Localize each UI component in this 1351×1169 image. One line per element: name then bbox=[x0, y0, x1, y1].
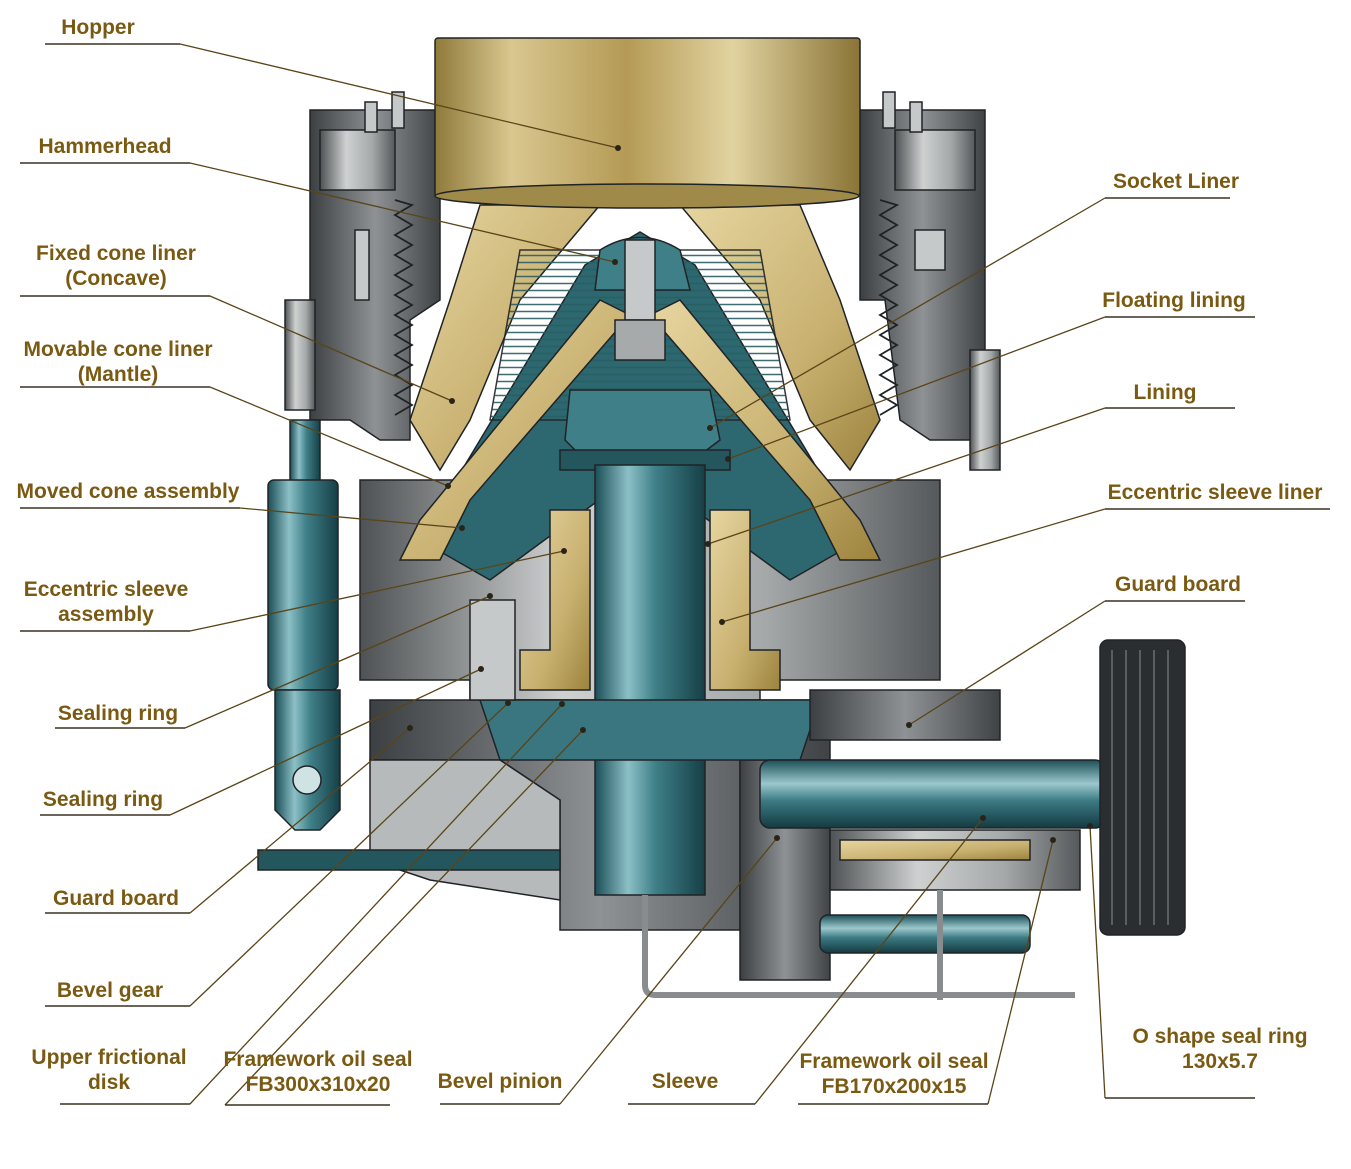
label-eccentric-sleeve-liner: Eccentric sleeve liner bbox=[1105, 481, 1330, 510]
pointer-dot-hopper bbox=[615, 145, 621, 151]
label-text-sealing-ring-1-line-1: Sealing ring bbox=[58, 702, 178, 725]
pointer-dot-eccentric-sleeve-liner bbox=[719, 619, 725, 625]
label-sealing-ring-1: Sealing ring bbox=[55, 702, 185, 729]
label-text-movable-cone-liner-line-1: Movable cone liner bbox=[23, 338, 212, 361]
pointer-dot-floating-lining bbox=[725, 456, 731, 462]
label-text-hopper-line-1: Hopper bbox=[61, 16, 135, 39]
label-sleeve: Sleeve bbox=[628, 1070, 755, 1105]
label-lining: Lining bbox=[1105, 381, 1235, 409]
pointer-dots bbox=[407, 145, 1093, 843]
label-text-movable-cone-liner-line-2: (Mantle) bbox=[78, 363, 159, 386]
pointer-dot-sleeve bbox=[980, 815, 986, 821]
label-sealing-ring-2: Sealing ring bbox=[40, 788, 170, 816]
label-text-framework-oil-seal-left-line-1: Framework oil seal bbox=[223, 1048, 412, 1071]
pointer-dot-fixed-cone-liner bbox=[449, 398, 455, 404]
label-moved-cone-assembly: Moved cone assembly bbox=[17, 480, 240, 509]
label-bevel-pinion: Bevel pinion bbox=[438, 1070, 563, 1105]
leader-line-sealing-ring-1 bbox=[184, 595, 491, 729]
label-text-moved-cone-assembly-line-1: Moved cone assembly bbox=[17, 480, 240, 503]
label-floating-lining: Floating lining bbox=[1102, 289, 1255, 318]
pointer-dot-bevel-pinion bbox=[774, 835, 780, 841]
label-text-framework-oil-seal-right-line-2: FB170x200x15 bbox=[822, 1075, 967, 1098]
leader-lines bbox=[169, 43, 1106, 1106]
label-text-o-shape-seal-ring-line-2: 130x5.7 bbox=[1182, 1050, 1258, 1073]
label-text-bevel-gear-line-1: Bevel gear bbox=[57, 979, 163, 1002]
label-guard-board-left: Guard board bbox=[45, 887, 190, 914]
leader-line-eccentric-sleeve-liner bbox=[721, 508, 1106, 623]
pointer-dot-upper-frictional-disk bbox=[559, 701, 565, 707]
label-text-floating-lining-line-1: Floating lining bbox=[1102, 289, 1245, 312]
leader-line-fixed-cone-liner bbox=[209, 295, 453, 402]
leader-line-upper-frictional-disk bbox=[189, 703, 563, 1105]
label-fixed-cone-liner: Fixed cone liner(Concave) bbox=[20, 242, 210, 297]
pointer-dot-guard-board-right bbox=[906, 722, 912, 728]
leader-line-socket-liner bbox=[709, 197, 1106, 429]
label-text-eccentric-sleeve-liner-line-1: Eccentric sleeve liner bbox=[1108, 481, 1323, 504]
label-text-eccentric-sleeve-assembly-line-2: assembly bbox=[58, 603, 154, 626]
pointer-dot-guard-board-left bbox=[407, 725, 413, 731]
crusher-illustration bbox=[257, 37, 1186, 1000]
pointer-dot-bevel-gear bbox=[505, 700, 511, 706]
label-socket-liner: Socket Liner bbox=[1105, 170, 1239, 199]
label-text-framework-oil-seal-right-line-1: Framework oil seal bbox=[799, 1050, 988, 1073]
leader-line-o-shape-seal-ring bbox=[1089, 825, 1106, 1099]
pointer-dot-o-shape-seal-ring bbox=[1087, 823, 1093, 829]
leader-line-hopper bbox=[179, 43, 619, 149]
pointer-dot-hammerhead bbox=[612, 259, 618, 265]
pointer-dot-eccentric-sleeve-assembly bbox=[561, 548, 567, 554]
label-hammerhead: Hammerhead bbox=[20, 135, 190, 164]
label-bevel-gear: Bevel gear bbox=[45, 979, 190, 1007]
pointer-dot-sealing-ring-1 bbox=[487, 593, 493, 599]
label-text-guard-board-right-line-1: Guard board bbox=[1115, 573, 1241, 596]
label-guard-board-right: Guard board bbox=[1105, 573, 1245, 602]
pointer-dot-socket-liner bbox=[707, 425, 713, 431]
label-text-hammerhead-line-1: Hammerhead bbox=[38, 135, 171, 158]
leader-line-guard-board-right bbox=[908, 600, 1106, 726]
label-text-upper-frictional-disk-line-2: disk bbox=[88, 1071, 130, 1094]
pointer-dot-moved-cone-assembly bbox=[459, 525, 465, 531]
label-text-fixed-cone-liner-line-1: Fixed cone liner bbox=[36, 242, 196, 265]
label-text-eccentric-sleeve-assembly-line-1: Eccentric sleeve bbox=[24, 578, 189, 601]
leader-line-bevel-gear bbox=[189, 702, 509, 1007]
label-text-fixed-cone-liner-line-2: (Concave) bbox=[65, 267, 167, 290]
leader-line-movable-cone-liner bbox=[209, 386, 449, 487]
label-text-sleeve-line-1: Sleeve bbox=[652, 1070, 719, 1093]
leader-line-floating-lining bbox=[727, 316, 1106, 460]
label-text-sealing-ring-2-line-1: Sealing ring bbox=[43, 788, 163, 811]
label-text-guard-board-left-line-1: Guard board bbox=[53, 887, 179, 910]
label-text-lining-line-1: Lining bbox=[1134, 381, 1197, 404]
pointer-dot-movable-cone-liner bbox=[445, 483, 451, 489]
leader-line-eccentric-sleeve-assembly bbox=[189, 550, 565, 632]
label-text-socket-liner-line-1: Socket Liner bbox=[1113, 170, 1239, 193]
leader-line-sleeve bbox=[754, 817, 984, 1105]
pointer-dot-framework-oil-seal-left bbox=[580, 727, 586, 733]
leader-line-framework-oil-seal-right bbox=[987, 839, 1054, 1105]
pointer-dot-lining bbox=[705, 541, 711, 547]
label-text-bevel-pinion-line-1: Bevel pinion bbox=[438, 1070, 563, 1093]
label-text-framework-oil-seal-left-line-2: FB300x310x20 bbox=[246, 1073, 391, 1096]
leader-line-hammerhead bbox=[189, 162, 616, 263]
label-text-upper-frictional-disk-line-1: Upper frictional bbox=[31, 1046, 186, 1069]
leader-line-bevel-pinion bbox=[559, 837, 778, 1105]
leader-line-sealing-ring-2 bbox=[169, 668, 482, 816]
leader-line-lining bbox=[707, 407, 1106, 545]
label-hopper: Hopper bbox=[45, 16, 180, 45]
leader-line-moved-cone-assembly bbox=[239, 507, 463, 529]
leader-line-guard-board-left bbox=[189, 727, 411, 914]
leader-line-framework-oil-seal-left bbox=[224, 729, 584, 1106]
label-movable-cone-liner: Movable cone liner(Mantle) bbox=[20, 338, 213, 388]
pointer-dot-sealing-ring-2 bbox=[478, 666, 484, 672]
pointer-dot-framework-oil-seal-right bbox=[1050, 837, 1056, 843]
label-text-o-shape-seal-ring-line-1: O shape seal ring bbox=[1132, 1025, 1307, 1048]
